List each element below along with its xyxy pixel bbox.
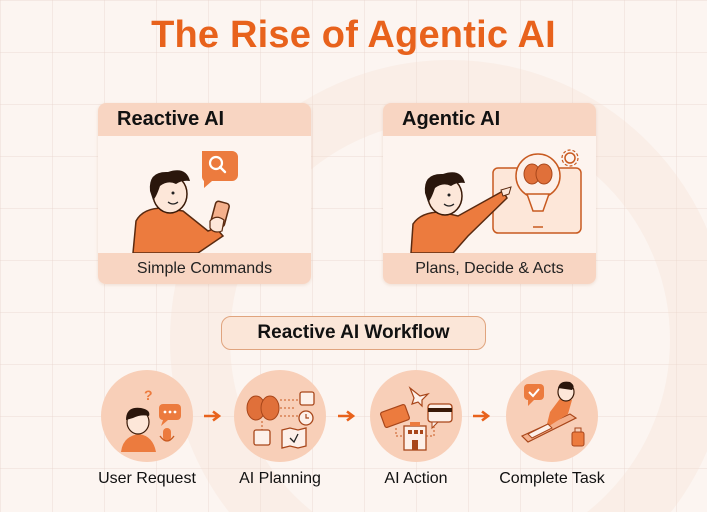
workflow-step-ai-action: AI Action	[351, 370, 481, 488]
step-circle	[234, 370, 326, 462]
step-circle	[506, 370, 598, 462]
arrow-right-icon	[338, 410, 356, 422]
reactive-ai-illustration	[98, 136, 311, 254]
arrow-right-icon	[204, 410, 222, 422]
card-heading: Agentic AI	[383, 103, 596, 136]
person-with-phone-icon	[132, 151, 238, 254]
step-label: AI Planning	[239, 470, 321, 487]
agentic-ai-illustration	[383, 136, 596, 254]
agentic-ai-card: Agentic AI Plans, Decide & Acts	[383, 103, 596, 284]
workflow-step-ai-planning: AI Planning	[215, 370, 345, 488]
workflow-step-complete-task: Complete Task	[487, 370, 617, 488]
arrow-right-icon	[473, 410, 491, 422]
step-label: User Request	[98, 470, 196, 487]
step-label: AI Action	[384, 470, 448, 487]
workflow-title: Reactive AI Workflow	[221, 316, 486, 350]
booking-action-icon	[380, 386, 453, 451]
step-circle: ?	[101, 370, 193, 462]
person-speaking-icon: ?	[121, 387, 181, 452]
step-circle	[370, 370, 462, 462]
card-caption: Plans, Decide & Acts	[383, 253, 596, 284]
svg-text:?: ?	[144, 387, 153, 403]
page-title: The Rise of Agentic AI	[151, 14, 556, 56]
card-heading: Reactive AI	[98, 103, 311, 136]
card-caption: Simple Commands	[98, 253, 311, 284]
step-label: Complete Task	[499, 470, 605, 487]
person-pointing-brain-icon	[410, 149, 582, 254]
reactive-ai-card: Reactive AI Simple Commands	[98, 103, 311, 284]
brain-planning-icon	[246, 391, 315, 449]
workflow-step-user-request: ? User Request	[82, 370, 212, 488]
relaxing-person-icon	[520, 381, 585, 447]
